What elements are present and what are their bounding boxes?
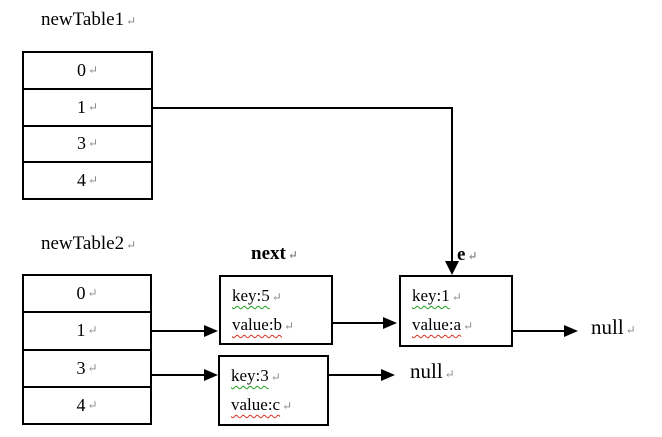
node-key3-key: key:3↵: [231, 366, 281, 385]
arrowhead-into-null1-icon: [564, 325, 578, 337]
table2-bucket-1: 1↵: [24, 313, 150, 351]
next-pointer-label: next↵: [251, 243, 298, 264]
newtable1-title: newTable1↵: [41, 9, 137, 30]
connector-table2-row1-line: [152, 330, 205, 332]
null-terminator-key1: null↵: [591, 315, 636, 339]
paragraph-mark: ↵: [87, 360, 98, 375]
connector-key3-to-null-line: [329, 374, 382, 376]
null-terminator-key3: null↵: [410, 359, 455, 383]
arrowhead-into-key1-icon: [383, 317, 397, 329]
connector-key5-to-key1-line: [333, 322, 384, 324]
table2-bucket-4: 4↵: [76, 394, 98, 415]
connector-key1-to-null-line: [513, 330, 565, 332]
table2-bucket-3: 3↵: [24, 351, 150, 388]
paragraph-mark: ↵: [444, 367, 455, 381]
newtable1-buckets: 0↵ 1↵ 3↵ 4↵: [22, 51, 153, 200]
node-key5-key: key:5↵: [232, 286, 282, 305]
entry-node-key3: key:3↵ value:c↵: [218, 355, 329, 426]
paragraph-mark: ↵: [87, 173, 99, 188]
paragraph-mark: ↵: [87, 323, 98, 338]
paragraph-mark: ↵: [284, 319, 295, 333]
table1-bucket-3: 3↵: [24, 127, 151, 164]
e-pointer-label: e↵: [457, 244, 478, 265]
paragraph-mark: ↵: [126, 14, 137, 28]
paragraph-mark: ↵: [467, 249, 478, 263]
node-key1-value: value:a↵: [412, 315, 474, 334]
paragraph-mark: ↵: [282, 399, 293, 413]
paragraph-mark: ↵: [463, 319, 474, 333]
paragraph-mark: ↵: [287, 248, 298, 262]
table1-bucket-1: 1↵: [24, 90, 151, 127]
paragraph-mark: ↵: [270, 370, 281, 384]
paragraph-mark: ↵: [87, 62, 99, 77]
paragraph-mark: ↵: [451, 290, 462, 304]
arrowhead-into-key3-icon: [204, 369, 218, 381]
entry-node-key1: key:1↵ value:a↵: [399, 275, 513, 347]
paragraph-mark: ↵: [126, 238, 137, 252]
arrowhead-into-key5-icon: [204, 325, 218, 337]
paragraph-mark: ↵: [87, 397, 98, 412]
paragraph-mark: ↵: [87, 99, 99, 114]
paragraph-mark: ↵: [625, 323, 636, 337]
paragraph-mark: ↵: [271, 290, 282, 304]
table1-bucket-4: 4↵: [76, 170, 99, 191]
table1-bucket-0: 0↵: [24, 53, 151, 90]
connector-table1-row1-horizontal: [153, 107, 453, 109]
newtable2-title: newTable2↵: [41, 233, 137, 254]
connector-table1-row1-vertical: [451, 107, 453, 263]
entry-node-key5: key:5↵ value:b↵: [219, 275, 333, 345]
arrowhead-into-null2-icon: [381, 369, 395, 381]
table2-bucket-0: 0↵: [24, 276, 150, 314]
node-key1-key: key:1↵: [412, 286, 462, 305]
newtable2-buckets: 0↵ 1↵ 3↵ 4↵: [22, 274, 152, 425]
connector-table2-row3-line: [152, 374, 205, 376]
paragraph-mark: ↵: [87, 136, 99, 151]
arrowhead-down-into-key1-icon: [445, 261, 459, 275]
node-key3-value: value:c↵: [231, 395, 293, 414]
paragraph-mark: ↵: [87, 286, 98, 301]
node-key5-value: value:b↵: [232, 315, 295, 334]
